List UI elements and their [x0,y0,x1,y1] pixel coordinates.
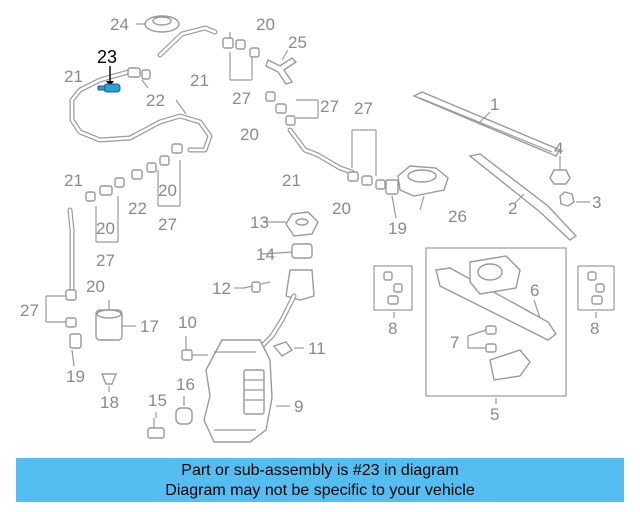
label-13: 13 [250,213,269,232]
label-22: 22 [128,199,147,218]
label-1: 1 [490,95,499,114]
part-9-reservoir [203,269,315,443]
label-4: 4 [554,139,563,158]
part-24-grommet [144,15,180,33]
label-27: 27 [320,97,339,116]
label-7: 7 [450,333,459,352]
label-27: 27 [96,251,115,270]
part-12-bolt [243,281,271,293]
info-banner: Part or sub-assembly is #23 in diagram D… [16,458,624,502]
label-20: 20 [158,181,177,200]
part-13-cap [285,211,319,237]
label-16: 16 [176,375,195,394]
part-3-nut [559,191,575,207]
part-23-nozzle [97,66,121,93]
label-5: 5 [490,405,499,424]
label-11: 11 [308,339,326,358]
label-21: 21 [282,171,301,190]
label-8: 8 [590,319,599,338]
label-18: 18 [100,393,119,412]
label-17: 17 [140,317,159,336]
part-5-linkage-box [425,247,567,397]
part-16-grommet [175,407,193,425]
part-18-seal [100,373,118,385]
part-1-wiper-blade [412,91,562,157]
label-8: 8 [388,319,397,338]
label-12: 12 [212,279,231,298]
part-15-sensor [147,418,165,439]
label-20: 20 [96,219,115,238]
leader-lines [71,23,597,418]
label-27: 27 [158,215,177,234]
label-20: 20 [256,15,275,34]
label-14: 14 [256,245,275,264]
part-14-neck [291,243,313,259]
label-2: 2 [508,199,517,218]
label-27: 27 [232,89,251,108]
label-24: 24 [110,15,129,34]
label-23-highlighted: 23 [97,47,117,67]
part-8-left-box [373,265,413,311]
label-26: 26 [448,207,467,226]
label-20: 20 [240,125,259,144]
part-2-wiper-arm [468,153,578,241]
banner-line-1: Part or sub-assembly is #23 in diagram [181,462,459,479]
label-25: 25 [288,33,307,52]
banner-line-2: Diagram may not be specific to your vehi… [165,482,475,499]
label-21: 21 [190,71,209,90]
part-11-grommet [272,341,294,357]
connectors [65,37,399,349]
label-3: 3 [592,193,601,212]
label-9: 9 [294,397,303,416]
label-20: 20 [332,199,351,218]
label-15: 15 [148,391,167,410]
part-25-connector [265,57,298,85]
part-26-assembly [397,165,449,197]
label-21: 21 [64,171,83,190]
label-27: 27 [354,99,373,118]
label-20: 20 [86,277,105,296]
label-19: 19 [388,219,407,238]
label-27: 27 [20,301,39,320]
hose-21-loop [67,25,355,293]
label-19: 19 [66,367,85,386]
label-6: 6 [530,281,539,300]
part-10-bolt [181,336,208,361]
parts-diagram: 23 24 20 25 21 22 21 27 27 20 27 1 4 21 … [20,15,615,443]
label-21: 21 [64,67,83,86]
part-4-cap [549,169,571,185]
label-10: 10 [178,313,197,332]
bracket-lines [45,52,487,349]
part-8-right-box [577,265,615,311]
label-22: 22 [146,91,165,110]
part-17-pump [95,300,123,341]
